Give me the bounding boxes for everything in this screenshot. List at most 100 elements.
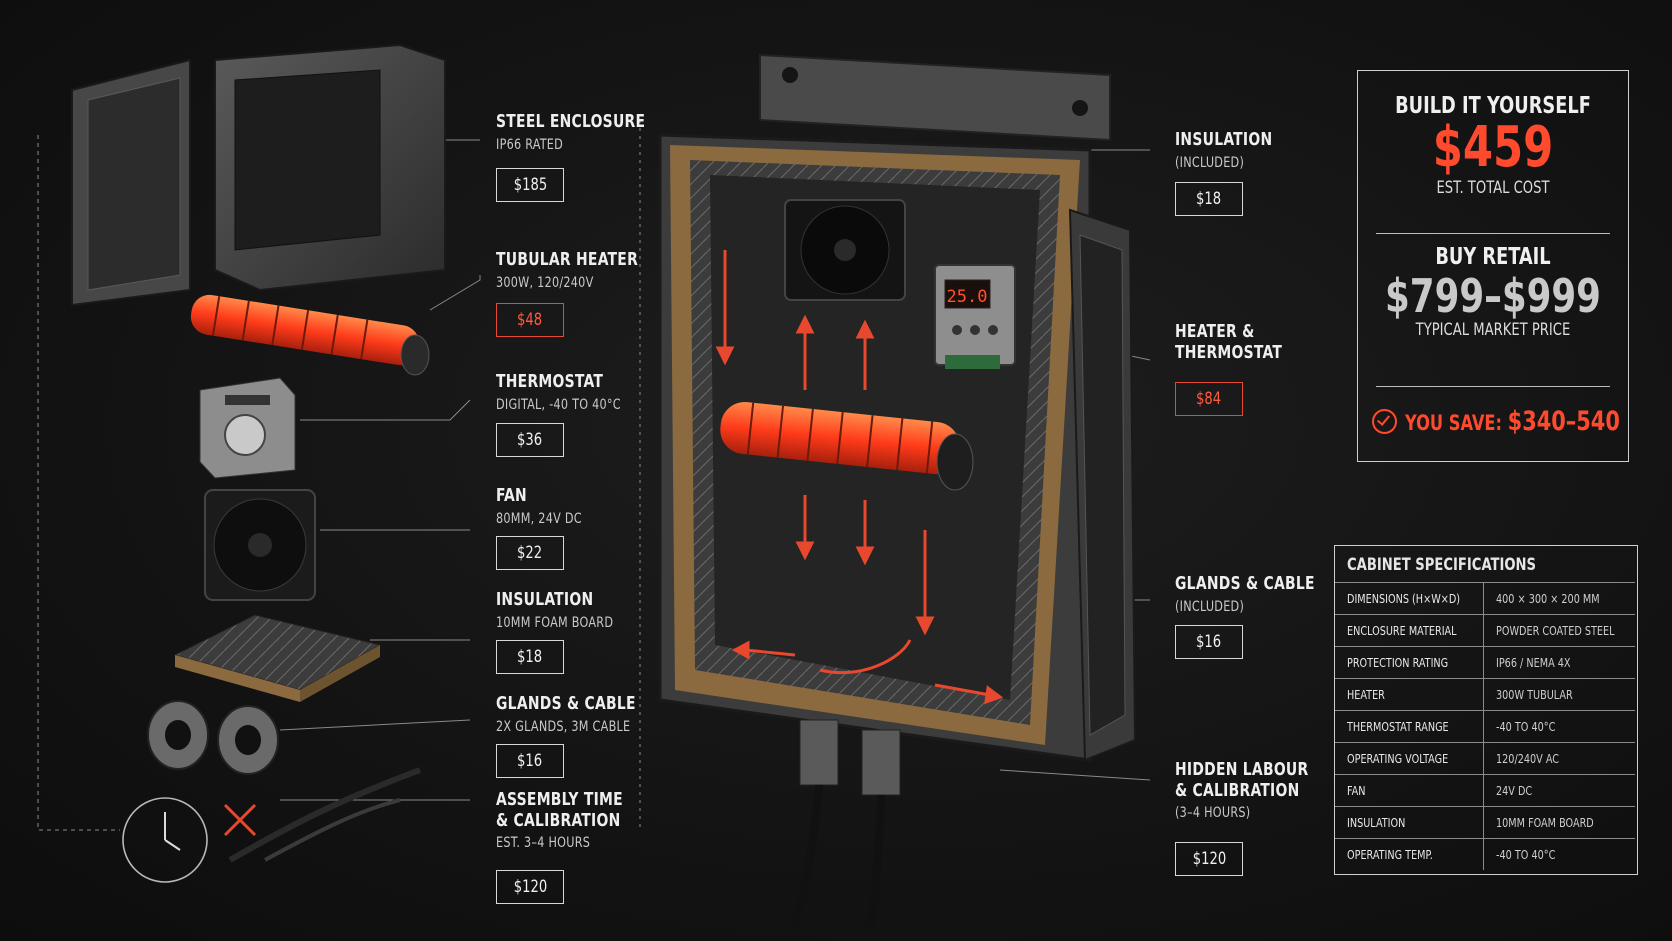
savings-row: YOU SAVE: $340–540: [1372, 406, 1620, 437]
price-assembly-time: $120: [496, 870, 564, 904]
callout-heater-thermostat: HEATER & THERMOSTAT: [1175, 321, 1300, 363]
spec-value-text: 300W TUBULAR: [1496, 687, 1573, 702]
spec-value-text: 120/240V AC: [1496, 751, 1560, 766]
spec-row: INSULATION 10mm FOAM BOARD: [1335, 806, 1635, 839]
price-text: $22: [517, 543, 543, 563]
clock-and-tools-illustration: [122, 767, 422, 883]
callout-title-line2: & CALIBRATION: [1175, 779, 1300, 801]
cost-comparison-panel: BUILD IT YOURSELF $459 EST. TOTAL COST B…: [1357, 70, 1629, 462]
spec-key: ENCLOSURE MATERIAL: [1335, 614, 1484, 647]
fan-illustration: [204, 489, 316, 601]
price-text: $84: [1196, 389, 1222, 409]
component-title-line2: & CALIBRATION: [496, 809, 621, 831]
component-tubular-heater: TUBULAR HEATER 300W, 120/240V: [496, 249, 661, 291]
spec-key: HEATER: [1335, 678, 1484, 711]
callout-sub: (INCLUDED): [1175, 598, 1245, 615]
check-circle-icon: [1372, 409, 1397, 434]
callout-glands-cable: GLANDS & CABLE (INCLUDED): [1175, 573, 1338, 615]
price-text: $120: [513, 877, 547, 897]
save-value: $340–540: [1507, 406, 1620, 437]
component-thermostat: THERMOSTAT DIGITAL, -40 TO 40°C: [496, 371, 641, 413]
callout-insulation: INSULATION (INCLUDED): [1175, 129, 1288, 171]
cabinet-cable-glands: [791, 719, 901, 931]
spec-key-text: INSULATION: [1347, 815, 1406, 830]
price-tubular-heater: $48: [496, 303, 564, 337]
component-title: INSULATION: [496, 589, 594, 610]
spec-key: OPERATING VOLTAGE: [1335, 742, 1484, 775]
spec-value: POWDER COATED STEEL: [1483, 614, 1635, 647]
price-callout-heater-thermostat: $84: [1175, 382, 1243, 416]
price-callout-insulation: $18: [1175, 182, 1243, 216]
spec-value: 10mm FOAM BOARD: [1483, 806, 1635, 839]
save-label: YOU SAVE:: [1405, 411, 1503, 435]
callout-title: INSULATION: [1175, 129, 1273, 150]
build-title: BUILD IT YOURSELF: [1395, 93, 1591, 119]
callout-title: GLANDS & CABLE: [1175, 573, 1315, 594]
price-fan: $22: [496, 536, 564, 570]
cabinet-fan: [784, 199, 906, 301]
callout-hidden-labour: HIDDEN LABOUR & CALIBRATION (3–4 HOURS): [1175, 759, 1330, 822]
component-title: FAN: [496, 485, 527, 506]
component-sub: 2x GLANDS, 3m CABLE: [496, 718, 631, 735]
spec-value: 300W TUBULAR: [1483, 678, 1635, 711]
spec-value: 120/240V AC: [1483, 742, 1635, 775]
specs-title: CABINET SPECIFICATIONS: [1347, 555, 1537, 575]
spec-row: PROTECTION RATING IP66 / NEMA 4X: [1335, 646, 1635, 679]
spec-row: OPERATING TEMP. -40 TO 40°C: [1335, 838, 1635, 870]
divider: [1376, 386, 1610, 388]
callout-title-line1: HEATER &: [1175, 321, 1255, 342]
spec-key: OPERATING TEMP.: [1335, 838, 1484, 870]
spec-value-text: IP66 / NEMA 4X: [1496, 655, 1571, 670]
spec-value-text: -40 TO 40°C: [1496, 719, 1556, 734]
thermostat-display: 25.0: [947, 287, 988, 307]
thermostat-illustration: [199, 377, 296, 479]
price-text: $18: [517, 647, 543, 667]
callout-title-line2: THERMOSTAT: [1175, 341, 1283, 363]
price-text: $120: [1192, 849, 1226, 869]
spec-key: THERMOSTAT RANGE: [1335, 710, 1484, 743]
callout-sub: (INCLUDED): [1175, 154, 1245, 171]
spec-row: HEATER 300W TUBULAR: [1335, 678, 1635, 711]
component-sub: 10mm FOAM BOARD: [496, 614, 614, 631]
spec-value-text: -40 TO 40°C: [1496, 847, 1556, 862]
price-steel-enclosure: $185: [496, 168, 564, 202]
callout-title-line1: HIDDEN LABOUR: [1175, 759, 1309, 780]
spec-value: 400 × 300 × 200 mm: [1483, 582, 1635, 615]
spec-key-text: ENCLOSURE MATERIAL: [1347, 623, 1457, 638]
price-callout-hidden-labour: $120: [1175, 842, 1243, 876]
cable-glands-illustration: [147, 700, 279, 775]
price-text: $16: [1196, 632, 1222, 652]
spec-key-text: PROTECTION RATING: [1347, 655, 1449, 670]
spec-value-text: 24V DC: [1496, 783, 1533, 798]
tubular-heater-illustration: [190, 294, 430, 376]
price-thermostat: $36: [496, 423, 564, 457]
retail-sub: TYPICAL MARKET PRICE: [1415, 320, 1571, 341]
spec-row: DIMENSIONS (H×W×D) 400 × 300 × 200 mm: [1335, 582, 1635, 615]
price-callout-glands-cable: $16: [1175, 625, 1243, 659]
component-sub: DIGITAL, -40 TO 40°C: [496, 396, 621, 413]
spec-key-text: HEATER: [1347, 687, 1385, 702]
component-fan: FAN 80mm, 24V DC: [496, 485, 596, 527]
component-assembly-time: ASSEMBLY TIME & CALIBRATION EST. 3–4 HOU…: [496, 789, 644, 852]
spec-key-text: FAN: [1347, 783, 1366, 798]
component-sub: 80mm, 24V DC: [496, 510, 582, 527]
retail-price: $799–$999: [1385, 268, 1601, 323]
build-price: $459: [1432, 115, 1554, 180]
component-steel-enclosure: STEEL ENCLOSURE IP66 RATED: [496, 111, 670, 153]
callout-sub: (3–4 HOURS): [1175, 805, 1251, 822]
price-glands-cable: $16: [496, 744, 564, 778]
cabinet-specifications-panel: CABINET SPECIFICATIONS DIMENSIONS (H×W×D…: [1334, 545, 1638, 875]
cabinet-thermostat: [934, 264, 1016, 369]
spec-value-text: 400 × 300 × 200 mm: [1496, 591, 1600, 606]
divider: [1376, 233, 1610, 235]
spec-key-text: DIMENSIONS (H×W×D): [1347, 591, 1461, 606]
specs-table: DIMENSIONS (H×W×D) 400 × 300 × 200 mm ENCL…: [1335, 582, 1635, 870]
price-text: $48: [517, 310, 543, 330]
price-insulation: $18: [496, 640, 564, 674]
spec-row: ENCLOSURE MATERIAL POWDER COATED STEEL: [1335, 614, 1635, 647]
component-title-line1: ASSEMBLY TIME: [496, 789, 623, 810]
spec-row: THERMOSTAT RANGE -40 TO 40°C: [1335, 710, 1635, 743]
component-glands-cable: GLANDS & CABLE 2x GLANDS, 3m CABLE: [496, 693, 659, 735]
price-text: $16: [517, 751, 543, 771]
spec-value: 24V DC: [1483, 774, 1635, 807]
